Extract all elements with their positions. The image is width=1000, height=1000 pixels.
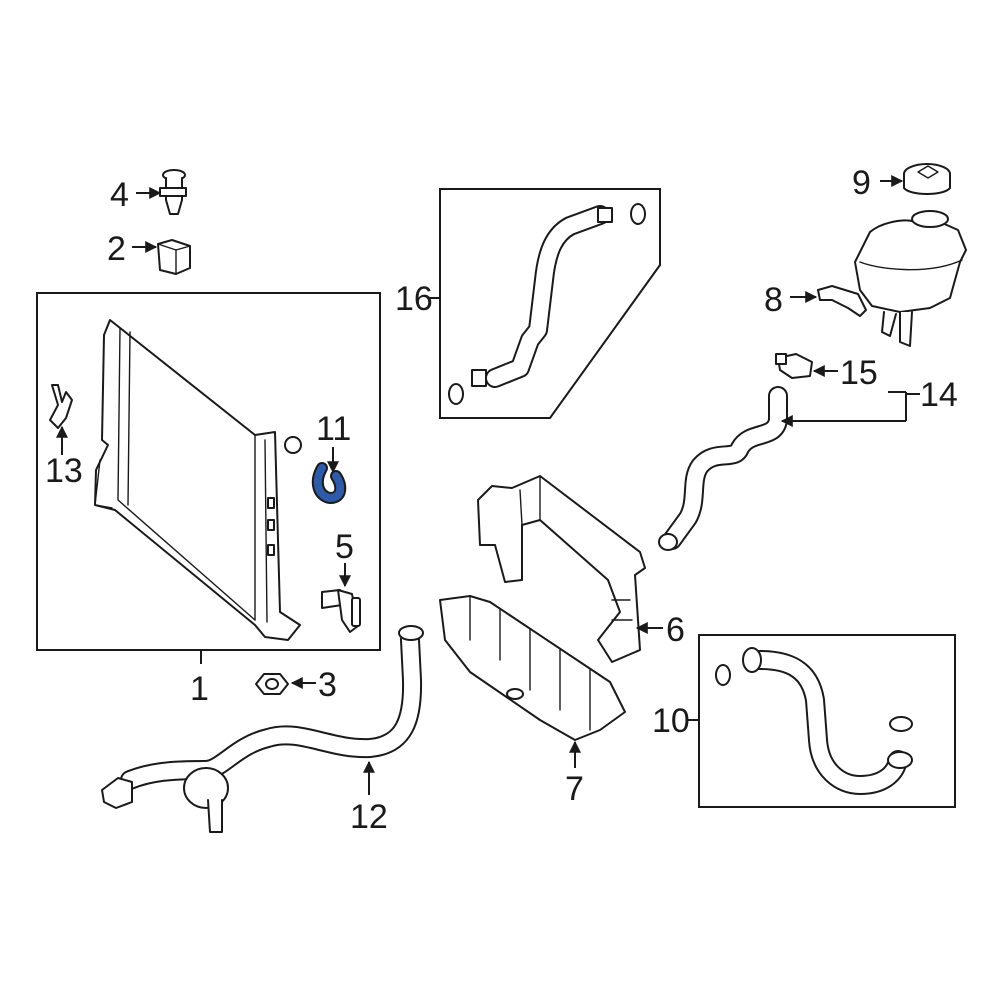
cap-part-9[interactable]	[903, 163, 951, 195]
callout-12: 12	[350, 798, 388, 836]
callout-6: 6	[666, 611, 685, 649]
callout-14: 14	[920, 376, 958, 414]
clamp-part-15[interactable]	[775, 353, 813, 379]
callout-8: 8	[764, 281, 783, 319]
coolant-pipe-part-16[interactable]	[448, 203, 646, 405]
callout-2: 2	[107, 230, 126, 268]
mount-part-2[interactable]	[157, 239, 191, 275]
hose-group-16-box	[439, 188, 661, 419]
drain-plug-part-5[interactable]	[321, 589, 361, 633]
callout-16: 16	[395, 280, 433, 318]
callout-10: 10	[652, 702, 690, 740]
callout-5: 5	[335, 528, 354, 566]
lower-hose-part-12[interactable]	[101, 625, 424, 833]
bracket-part-8[interactable]	[817, 285, 867, 317]
bolt-part-4[interactable]	[159, 169, 187, 215]
callout-4: 4	[110, 176, 129, 214]
callout-15: 15	[840, 354, 878, 392]
grommet-part-3[interactable]	[255, 673, 289, 695]
callout-9: 9	[852, 164, 871, 202]
air-guide-part-7[interactable]	[439, 595, 626, 741]
radiator[interactable]	[94, 319, 302, 641]
coolant-hose-part-10[interactable]	[715, 647, 913, 795]
clip-part-13[interactable]	[49, 384, 73, 429]
callout-11: 11	[316, 410, 351, 448]
clip-part-11[interactable]	[311, 462, 347, 504]
callout-7: 7	[565, 770, 584, 808]
radiator-group-box	[36, 292, 381, 651]
expansion-tank[interactable]	[854, 210, 967, 347]
hose-part-14[interactable]	[658, 386, 788, 551]
callout-13: 13	[45, 452, 83, 490]
callout-1: 1	[190, 670, 209, 708]
shroud-part-6[interactable]	[477, 475, 646, 663]
callout-3: 3	[318, 666, 337, 704]
